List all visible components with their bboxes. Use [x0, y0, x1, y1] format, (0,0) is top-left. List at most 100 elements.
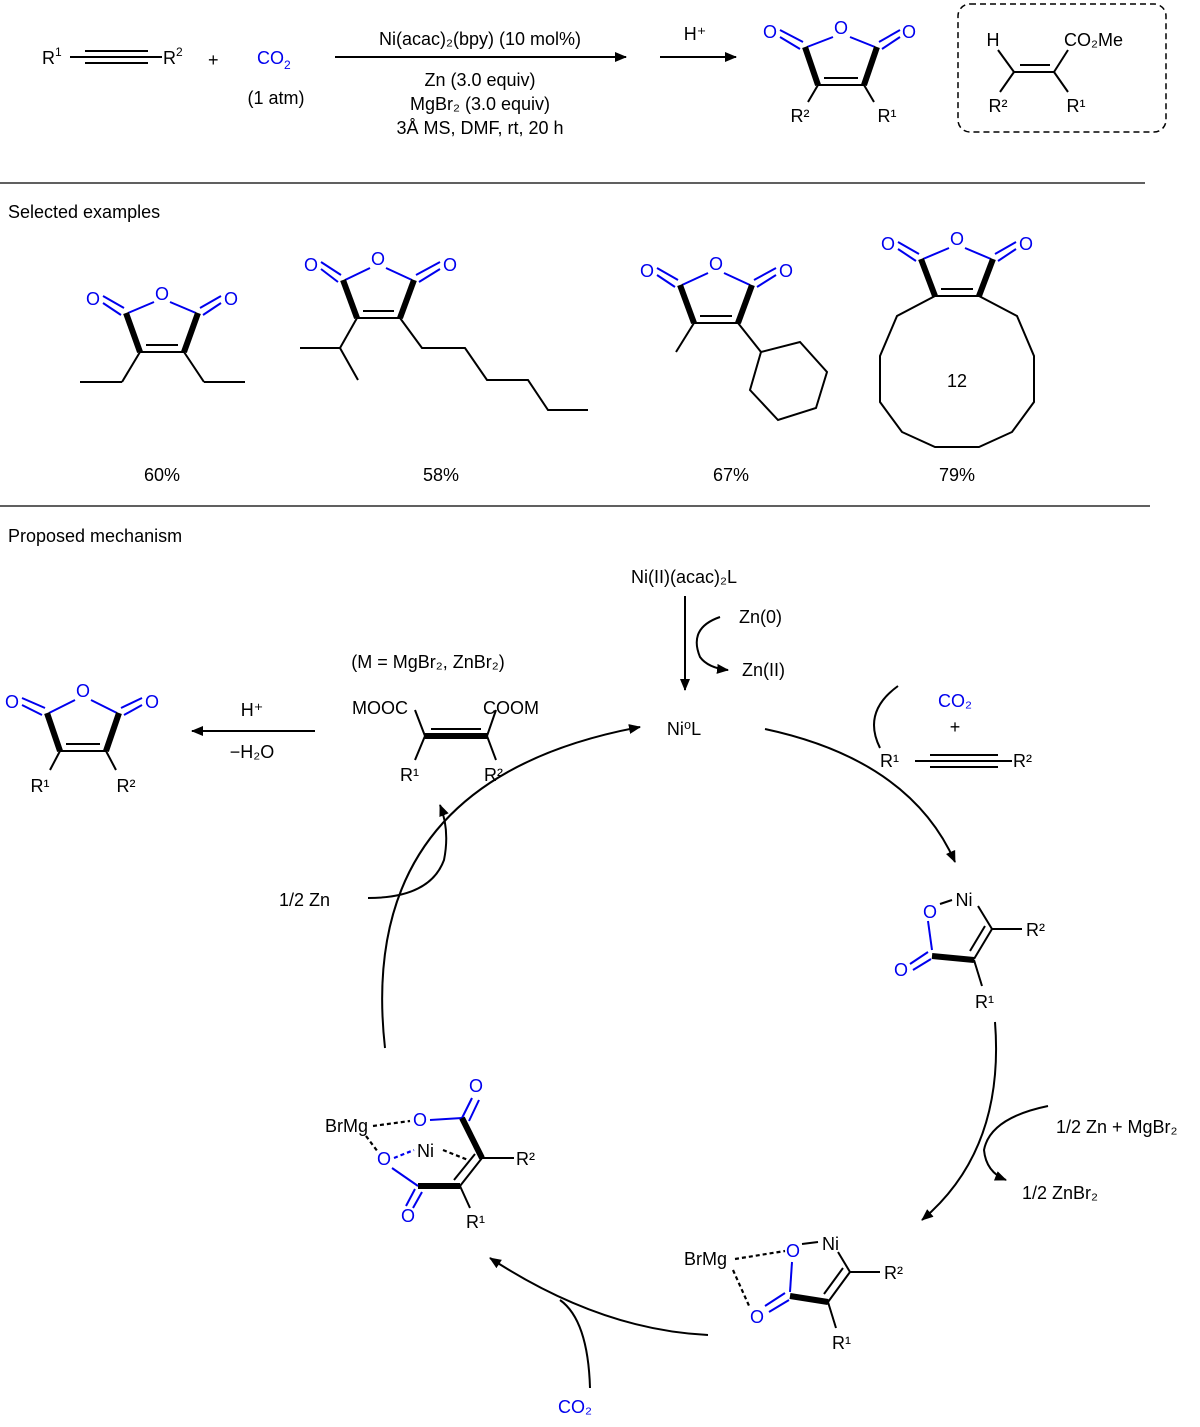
bond	[779, 36, 801, 50]
r1-label: R¹	[832, 1333, 851, 1353]
bond	[414, 709, 426, 737]
bond	[779, 29, 804, 43]
bond	[922, 247, 950, 260]
bond	[964, 247, 992, 260]
bond	[737, 322, 762, 353]
bond	[199, 295, 222, 309]
bond	[120, 697, 143, 709]
bond	[339, 317, 358, 349]
carbonyl-oxygen: O	[750, 1307, 764, 1327]
acid-label: H⁺	[684, 24, 707, 44]
carbonyl-oxygen: O	[86, 289, 100, 309]
co2-pressure: (1 atm)	[247, 88, 304, 108]
dicarboxylate-nickel-complex: BrMg Ni O O O O R² R¹	[325, 1076, 535, 1232]
bond	[169, 301, 197, 314]
bond	[344, 267, 371, 281]
carbonyl-oxygen: O	[902, 22, 916, 42]
coordination-bond	[365, 1135, 379, 1153]
bond	[973, 928, 993, 960]
carbonyl-oxygen: O	[894, 960, 908, 980]
bond	[789, 1261, 793, 1293]
ni-label: Ni	[417, 1141, 434, 1161]
carbonyl-oxygen: O	[469, 1076, 483, 1096]
co2-label: CO2	[257, 48, 291, 72]
bond	[789, 1293, 829, 1305]
bond	[863, 84, 875, 103]
mechanism-title: Proposed mechanism	[8, 526, 182, 546]
alkyne-r2-label: R2	[163, 45, 183, 68]
precatalyst-label: Ni(II)(acac)₂L	[631, 567, 737, 587]
ester-oxygen: O	[413, 1110, 427, 1130]
bond	[994, 241, 1017, 255]
side-product-box: H CO₂Me R² R¹	[957, 3, 1167, 133]
bond	[320, 268, 339, 283]
coordination-bond	[442, 1148, 469, 1162]
r1-label: R¹	[975, 992, 994, 1012]
example-methyl-cyclohexyl: O O O	[640, 254, 829, 422]
bond	[997, 248, 1017, 262]
cycle-arrow-oxidative-cyclization	[764, 728, 956, 863]
bond	[997, 49, 1015, 73]
bond	[878, 29, 901, 43]
bond	[181, 311, 201, 354]
bond	[48, 699, 76, 714]
bond	[764, 1292, 786, 1307]
metal-definition: (M = MgBr₂, ZnBr₂)	[351, 652, 504, 672]
bond	[414, 735, 426, 761]
yield-label: 67%	[713, 465, 749, 485]
bond	[723, 272, 751, 286]
ester-oxygen: O	[377, 1149, 391, 1169]
additive-label: MgBr₂ (3.0 equiv)	[410, 94, 550, 114]
carbonyl-oxygen: O	[881, 234, 895, 254]
h-plus-label: H⁺	[241, 700, 264, 720]
final-anhydride-product: O O O R¹ R²	[5, 681, 159, 796]
ring-oxygen: O	[371, 249, 385, 269]
bond	[677, 283, 697, 325]
product-r1-label: R¹	[878, 106, 897, 126]
coordination-bond	[731, 1269, 752, 1309]
bond	[44, 712, 63, 752]
reaction-equation: R1 R2 + CO2 (1 atm) Ni(acac)₂(bpy) (10 m…	[42, 3, 1167, 138]
bond	[977, 905, 993, 930]
oxanickelacycle-intermediate: Ni O O R² R¹	[894, 890, 1045, 1012]
reduction-curved-arrow	[367, 804, 449, 899]
bond	[753, 267, 777, 281]
bond	[320, 261, 342, 276]
bond	[459, 1157, 483, 1187]
brmg-label: BrMg	[325, 1116, 368, 1136]
bond	[912, 958, 932, 971]
minus-water-label: −H₂O	[230, 742, 275, 762]
side-r2-label: R²	[989, 96, 1008, 116]
bond	[123, 704, 143, 716]
final-r1-label: R¹	[31, 776, 50, 796]
znbr2-label: 1/2 ZnBr₂	[1022, 1183, 1098, 1203]
product-r2-label: R²	[791, 106, 810, 126]
ring-size-label: 12	[947, 371, 967, 391]
bond	[849, 36, 876, 48]
bond	[103, 712, 122, 752]
cycle-arrow-reduction	[381, 724, 641, 1049]
bond	[202, 302, 222, 316]
zn0-label: Zn(0)	[739, 607, 782, 627]
bond	[123, 311, 143, 354]
bond	[756, 274, 777, 288]
dicarboxylate-salt: (M = MgBr₂, ZnBr₂) MOOC COOM R¹ R²	[351, 652, 539, 785]
bond	[827, 1271, 851, 1303]
r1-label: R¹	[466, 1212, 485, 1232]
half-zn-label: 1/2 Zn	[279, 890, 330, 910]
bond	[897, 248, 917, 262]
bond	[21, 697, 46, 709]
product-maleic-anhydride: O O O R² R¹	[763, 18, 916, 126]
carbonyl-oxygen: O	[779, 261, 793, 281]
bond	[802, 46, 821, 86]
example-isopropyl-hexyl: O O O	[300, 249, 588, 411]
magnesium-bound-nickelacycle: BrMg Ni O O R² R¹	[684, 1234, 903, 1353]
transmetalation-curved-arrow	[982, 1105, 1049, 1181]
examples-title: Selected examples	[8, 202, 160, 222]
bond	[837, 1251, 851, 1273]
ring-oxygen: O	[923, 902, 937, 922]
co2-incoming-curve	[559, 1299, 591, 1389]
bond	[339, 347, 359, 381]
side-h-label: H	[987, 30, 1000, 50]
bond	[49, 750, 61, 771]
